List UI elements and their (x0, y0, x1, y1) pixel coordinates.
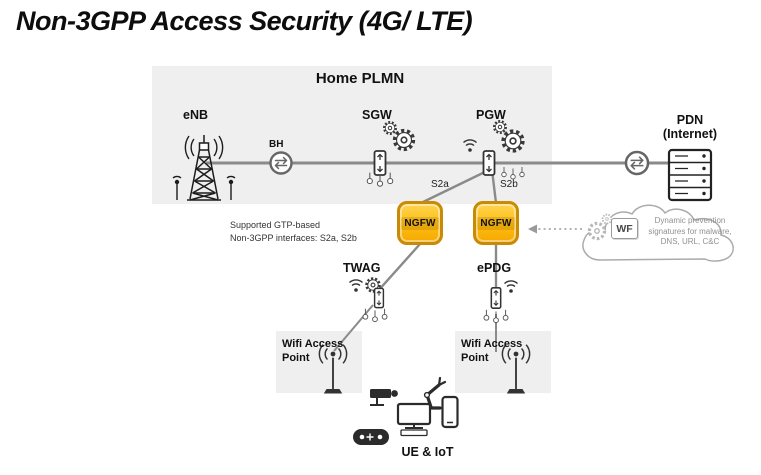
ngfw-right-label: NGFW (477, 216, 515, 230)
page-title: Non-3GPP Access Security (4G/ LTE) (16, 6, 473, 36)
pdn-label-line2: (Internet) (662, 127, 718, 142)
ngfw-left-label: NGFW (401, 216, 439, 230)
home-plmn-region (152, 66, 552, 204)
internet-router-icon (624, 150, 650, 176)
monitor-icon (396, 402, 432, 437)
wifi-ap-left-region (276, 331, 362, 393)
ngfw-right-box: NGFW (473, 201, 519, 245)
pgw-label: PGW (476, 108, 506, 122)
wifi-ap-right-label: Wifi Access Point (461, 338, 523, 365)
twag-label: TWAG (343, 261, 381, 275)
epdg-icon (483, 280, 519, 324)
ngfw-left-box: NGFW (397, 201, 443, 245)
ue-iot-icons (353, 376, 459, 445)
pdn-label: PDN (Internet) (650, 113, 730, 142)
game-controller-icon (353, 429, 389, 445)
pgw-icon (462, 120, 525, 180)
wifi-ap-right-region (455, 331, 551, 393)
enb-tower-icon (172, 135, 236, 201)
supported-note-line1: Supported GTP-based (230, 220, 321, 230)
twag-icon (348, 277, 388, 323)
s2b-interface-label: S2b (500, 179, 518, 190)
ue-iot-label: UE & IoT (401, 445, 454, 459)
sgw-label: SGW (362, 108, 392, 122)
backhaul-router-icon (269, 151, 293, 175)
bh-label: BH (269, 139, 284, 150)
cloud-note: Dynamic prevention signatures for malwar… (648, 216, 732, 247)
pdn-server-icon (667, 148, 713, 202)
s2a-interface-label: S2a (431, 179, 449, 190)
camera-icon (370, 389, 398, 406)
enb-label: eNB (183, 108, 209, 122)
epdg-label: ePDG (477, 261, 512, 275)
wildfire-logo-text: WF (616, 222, 633, 235)
pdn-label-line1: PDN (676, 113, 704, 127)
phone-icon (441, 395, 459, 429)
wildfire-dotted-link (528, 224, 582, 234)
home-plmn-label: Home PLMN (315, 70, 405, 87)
sgw-icon (366, 121, 416, 187)
supported-interfaces-note: Supported GTP-based Non-3GPP interfaces:… (230, 219, 357, 245)
wildfire-logo-box: WF (611, 218, 638, 239)
wifi-ap-left-label: Wifi Access Point (282, 338, 344, 365)
supported-note-line2: Non-3GPP interfaces: S2a, S2b (230, 233, 357, 244)
